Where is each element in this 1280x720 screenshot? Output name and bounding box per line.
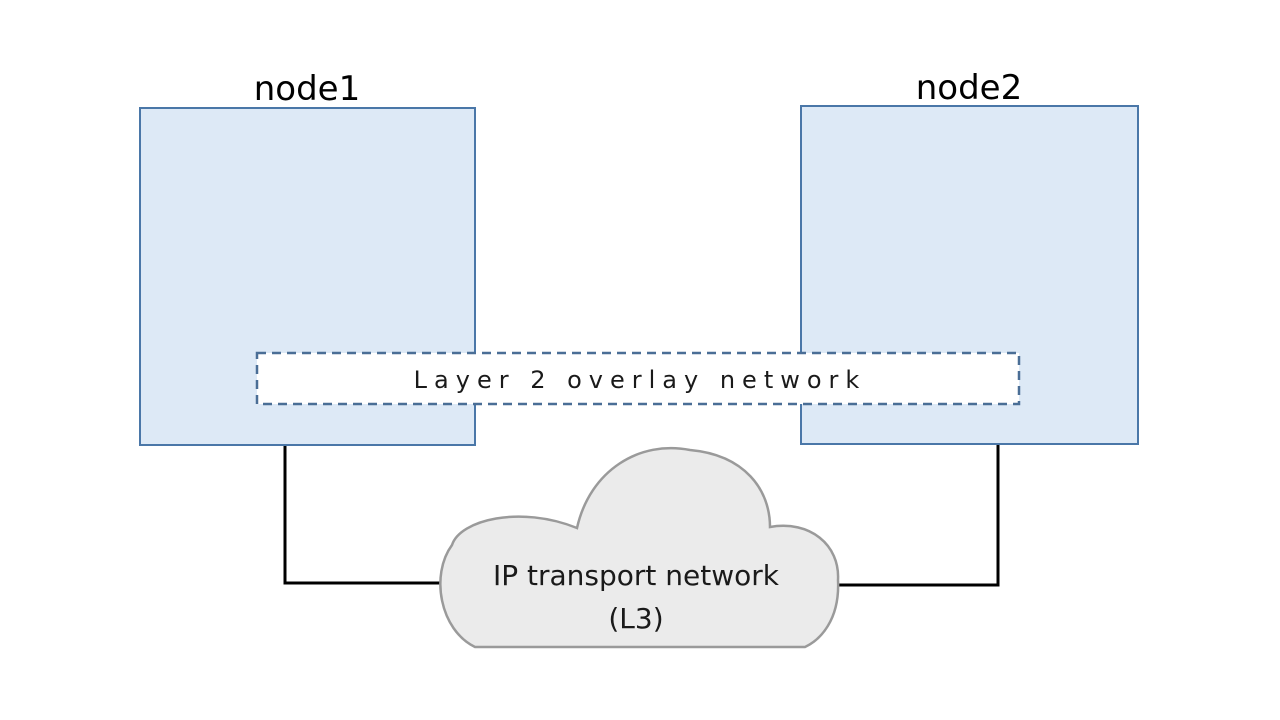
cloud-label-line1: IP transport network xyxy=(493,559,780,592)
overlay-network-band xyxy=(255,351,1021,406)
cloud-label-line2: (L3) xyxy=(608,602,663,635)
link-node1-to-cloud xyxy=(283,445,445,585)
node1-label: node1 xyxy=(254,69,360,109)
link-node2-to-cloud xyxy=(835,445,1000,587)
ip-transport-cloud xyxy=(439,446,840,649)
overlay-network-label: Layer 2 overlay network xyxy=(414,366,867,394)
node2-label: node2 xyxy=(916,68,1022,108)
